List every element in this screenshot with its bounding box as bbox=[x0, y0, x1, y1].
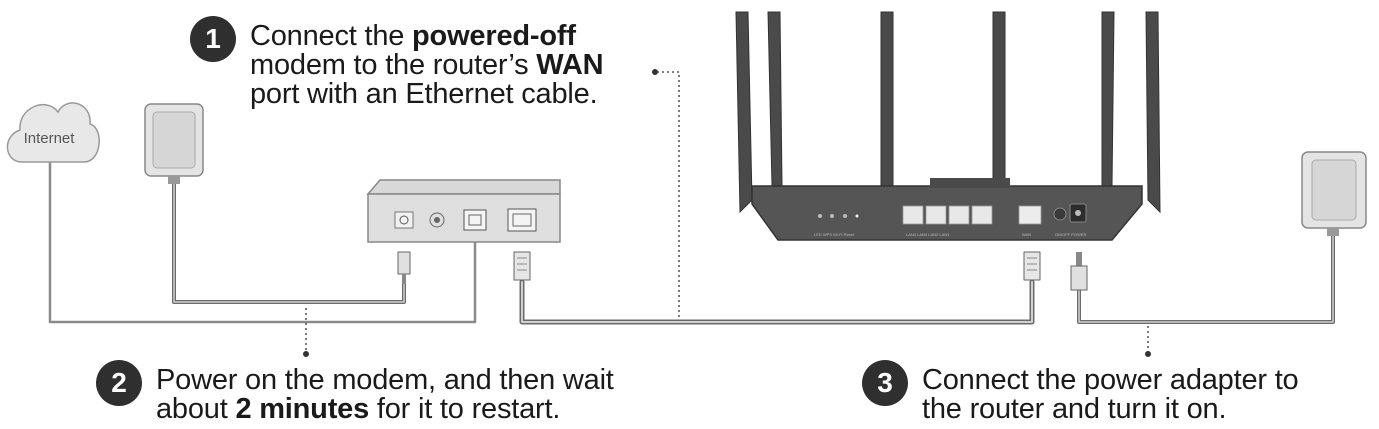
internet-cloud-icon: Internet bbox=[6, 102, 100, 163]
step-number-badge: 1 bbox=[190, 16, 236, 62]
step-text-emphasis: WAN bbox=[536, 49, 604, 81]
step-text-line: modem to the router’s WAN bbox=[250, 49, 604, 81]
svg-text:LAN4 LAN3 LAN2 LAN1: LAN4 LAN3 LAN2 LAN1 bbox=[906, 232, 950, 237]
internet-label: Internet bbox=[24, 130, 76, 147]
step-text-emphasis: powered-off bbox=[412, 20, 576, 52]
step-number-badge: 2 bbox=[96, 360, 142, 406]
step-text-run: for it to restart. bbox=[369, 393, 561, 425]
ethernet-plug-modem-icon bbox=[513, 251, 531, 281]
ethernet-cable bbox=[519, 279, 1035, 325]
step-text-line: Connect the powered-off bbox=[250, 22, 603, 51]
step-text-run: the router and turn it on. bbox=[922, 393, 1227, 425]
svg-text:LED WPS Wi-Fi Reset: LED WPS Wi-Fi Reset bbox=[814, 232, 855, 237]
router-power-adapter-icon bbox=[1301, 151, 1367, 236]
step-text-line: about 2 minutes for it to restart. bbox=[156, 395, 614, 424]
router-power-cable bbox=[1077, 234, 1335, 324]
ethernet-plug-router-icon bbox=[1023, 251, 1041, 281]
step-text-line: port with an Ethernet cable. bbox=[250, 80, 603, 109]
router-power-plug-icon bbox=[1070, 252, 1088, 291]
step-text-run: about bbox=[156, 393, 236, 425]
step-text-run: Connect the bbox=[250, 20, 413, 52]
step-text-run: modem to the router’s bbox=[250, 49, 537, 81]
step-text-emphasis: 2 minutes bbox=[235, 393, 370, 425]
svg-text:WAN: WAN bbox=[1022, 232, 1031, 237]
internet-cable bbox=[48, 158, 477, 324]
svg-text:ON/OFF POWER: ON/OFF POWER bbox=[1055, 232, 1086, 237]
step-text-line: Power on the modem, and then wait bbox=[156, 366, 614, 395]
leader-line-step1 bbox=[657, 71, 680, 318]
step-text-line: the router and turn it on. bbox=[922, 395, 1298, 424]
modem-icon bbox=[366, 179, 561, 243]
modem-power-plug-icon bbox=[397, 251, 411, 284]
step-text-run: Power on the modem, and then wait bbox=[156, 364, 614, 396]
step-text-run: Connect the power adapter to bbox=[922, 364, 1299, 396]
step-number-badge: 3 bbox=[862, 360, 908, 406]
router-icon: LED WPS Wi-Fi Reset LAN4 LAN3 LAN2 LAN1 … bbox=[735, 11, 1161, 241]
step-text-run: port with an Ethernet cable. bbox=[250, 78, 598, 110]
modem-power-adapter-icon bbox=[144, 103, 204, 184]
step-text-line: Connect the power adapter to bbox=[922, 364, 1299, 396]
